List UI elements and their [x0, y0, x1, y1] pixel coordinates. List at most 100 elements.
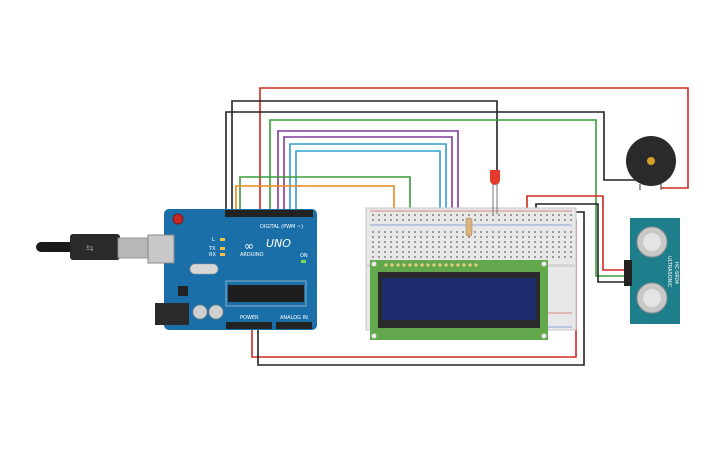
red-led — [490, 170, 500, 185]
breadboard-hole — [504, 236, 506, 238]
breadboard-hole — [570, 246, 572, 248]
power-jack — [155, 303, 189, 325]
breadboard-hole — [468, 214, 470, 216]
lcd-pin — [396, 263, 400, 267]
breadboard-hole — [510, 214, 512, 216]
sensor-pin-header — [624, 260, 632, 286]
breadboard-hole — [570, 236, 572, 238]
breadboard-hole — [546, 236, 548, 238]
breadboard-hole — [402, 236, 404, 238]
arduino-board[interactable]: ∞ UNO ARDUINO DIGITAL (PWM ~) POWER ANAL… — [147, 209, 317, 330]
breadboard-hole — [558, 214, 560, 216]
breadboard-holes — [372, 214, 572, 258]
breadboard-hole — [522, 251, 524, 253]
breadboard-hole — [564, 251, 566, 253]
breadboard-hole — [516, 231, 518, 233]
breadboard-hole — [540, 231, 542, 233]
wire-black-buzzer — [225, 111, 640, 214]
lcd-pin — [456, 263, 460, 267]
breadboard-hole — [372, 219, 374, 221]
breadboard-hole — [534, 231, 536, 233]
breadboard-hole — [432, 236, 434, 238]
breadboard-hole — [450, 246, 452, 248]
breadboard-hole — [498, 214, 500, 216]
lcd-pin — [438, 263, 442, 267]
breadboard-hole — [450, 236, 452, 238]
breadboard-hole — [516, 246, 518, 248]
breadboard-hole — [504, 231, 506, 233]
breadboard-hole — [438, 214, 440, 216]
breadboard-hole — [462, 251, 464, 253]
breadboard-hole — [396, 214, 398, 216]
breadboard-hole — [510, 246, 512, 248]
ultrasonic-sensor[interactable]: HC-SR04 ULTRASONIC — [624, 218, 680, 324]
led-l — [220, 238, 225, 241]
breadboard-hole — [390, 219, 392, 221]
breadboard-hole — [498, 256, 500, 258]
breadboard-hole — [468, 246, 470, 248]
capacitor-1 — [192, 304, 208, 320]
breadboard-hole — [480, 241, 482, 243]
lcd-pin — [390, 263, 394, 267]
breadboard-hole — [498, 251, 500, 253]
breadboard-hole — [408, 251, 410, 253]
breadboard-hole — [420, 236, 422, 238]
breadboard-hole — [546, 256, 548, 258]
breadboard-hole — [492, 231, 494, 233]
breadboard-hole — [492, 256, 494, 258]
breadboard-hole — [546, 214, 548, 216]
breadboard-hole — [456, 236, 458, 238]
breadboard-hole — [522, 246, 524, 248]
breadboard-hole — [390, 251, 392, 253]
lcd-pin — [420, 263, 424, 267]
breadboard-hole — [480, 246, 482, 248]
breadboard-hole — [492, 246, 494, 248]
breadboard-hole — [414, 214, 416, 216]
breadboard-hole — [432, 241, 434, 243]
breadboard-hole — [498, 241, 500, 243]
breadboard-hole — [432, 219, 434, 221]
breadboard-hole — [558, 251, 560, 253]
breadboard-hole — [378, 256, 380, 258]
breadboard-hole — [570, 231, 572, 233]
arduino-logo-icon: ∞ — [244, 239, 254, 253]
breadboard-hole — [450, 231, 452, 233]
resistor — [465, 217, 473, 237]
lcd-display[interactable] — [370, 260, 548, 340]
breadboard-hole — [510, 256, 512, 258]
reset-button[interactable] — [172, 213, 184, 225]
breadboard-hole — [438, 219, 440, 221]
breadboard-hole — [480, 256, 482, 258]
usb-chip — [178, 286, 188, 296]
digital-label: DIGITAL (PWM ~) — [260, 224, 303, 230]
breadboard-hole — [444, 219, 446, 221]
breadboard-hole — [522, 219, 524, 221]
breadboard-hole — [408, 219, 410, 221]
breadboard-hole — [384, 231, 386, 233]
usb-cable-cord — [36, 242, 76, 252]
breadboard-hole — [552, 231, 554, 233]
lcd-pin — [402, 263, 406, 267]
breadboard-hole — [456, 251, 458, 253]
breadboard-hole — [384, 246, 386, 248]
lcd-pin — [414, 263, 418, 267]
breadboard-hole — [516, 256, 518, 258]
piezo-buzzer[interactable] — [626, 136, 676, 190]
on-label: ON — [300, 253, 308, 259]
breadboard-hole — [510, 231, 512, 233]
breadboard-hole — [486, 256, 488, 258]
breadboard-hole — [414, 231, 416, 233]
breadboard-hole — [510, 236, 512, 238]
lcd-pins — [384, 263, 478, 267]
breadboard-hole — [474, 256, 476, 258]
breadboard-hole — [474, 236, 476, 238]
wire-black-sensor — [535, 203, 628, 283]
breadboard-hole — [492, 236, 494, 238]
breadboard-hole — [528, 231, 530, 233]
breadboard-hole — [444, 231, 446, 233]
transducer-top-inner — [643, 233, 661, 251]
breadboard-hole — [564, 246, 566, 248]
breadboard-hole — [540, 219, 542, 221]
breadboard-hole — [438, 251, 440, 253]
